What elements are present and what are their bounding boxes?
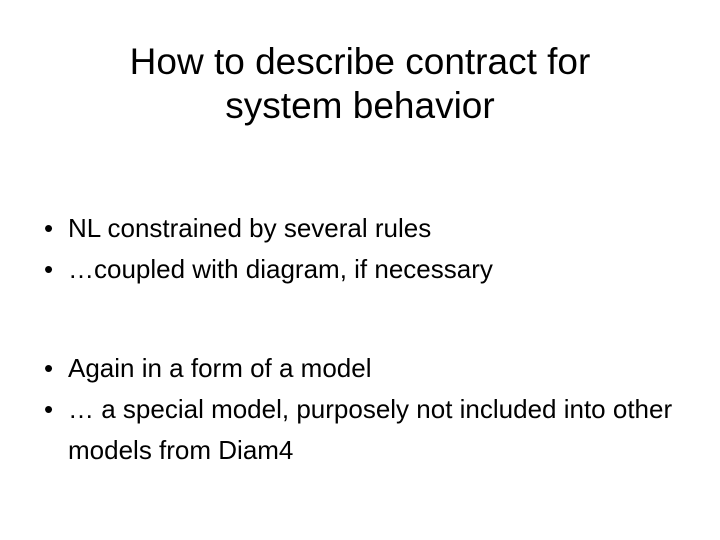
bullet-group-spacer	[40, 290, 706, 348]
bullet-dot-icon: •	[44, 394, 54, 424]
list-item: • NL constrained by several rules	[40, 208, 706, 249]
slide-body: • NL constrained by several rules • …cou…	[40, 208, 706, 471]
bullet-group-1: • NL constrained by several rules • …cou…	[40, 208, 706, 290]
list-item: • … a special model, purposely not inclu…	[40, 389, 706, 471]
list-item-label: NL constrained by several rules	[68, 213, 432, 243]
bullet-dot-icon: •	[44, 254, 54, 284]
bullet-dot-icon: •	[44, 213, 54, 243]
page-title-line-2: system behavior	[225, 85, 495, 126]
list-item: • …coupled with diagram, if necessary	[40, 249, 706, 290]
list-item-label: Again in a form of a model	[68, 353, 372, 383]
bullet-group-2: • Again in a form of a model • … a speci…	[40, 348, 706, 471]
bullet-dot-icon: •	[44, 353, 54, 383]
page-title-line-1: How to describe contract for	[129, 41, 591, 82]
list-item-label: …coupled with diagram, if necessary	[68, 254, 493, 284]
list-item: • Again in a form of a model	[40, 348, 706, 389]
page-title: How to describe contract for system beha…	[0, 40, 720, 128]
list-item-label: … a special model, purposely not include…	[68, 394, 673, 465]
